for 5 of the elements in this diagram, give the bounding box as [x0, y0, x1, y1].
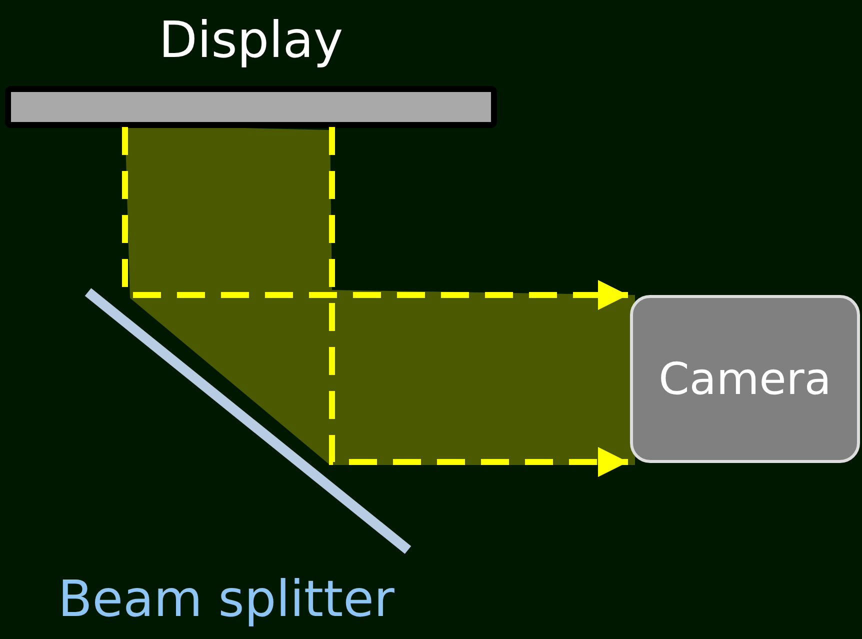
camera-box: Camera — [630, 295, 860, 463]
light-ray-arrow — [329, 127, 628, 477]
light-ray-arrow — [122, 127, 628, 310]
beam-splitter-label: Beam splitter — [58, 569, 394, 630]
display-label: Display — [158, 10, 344, 70]
